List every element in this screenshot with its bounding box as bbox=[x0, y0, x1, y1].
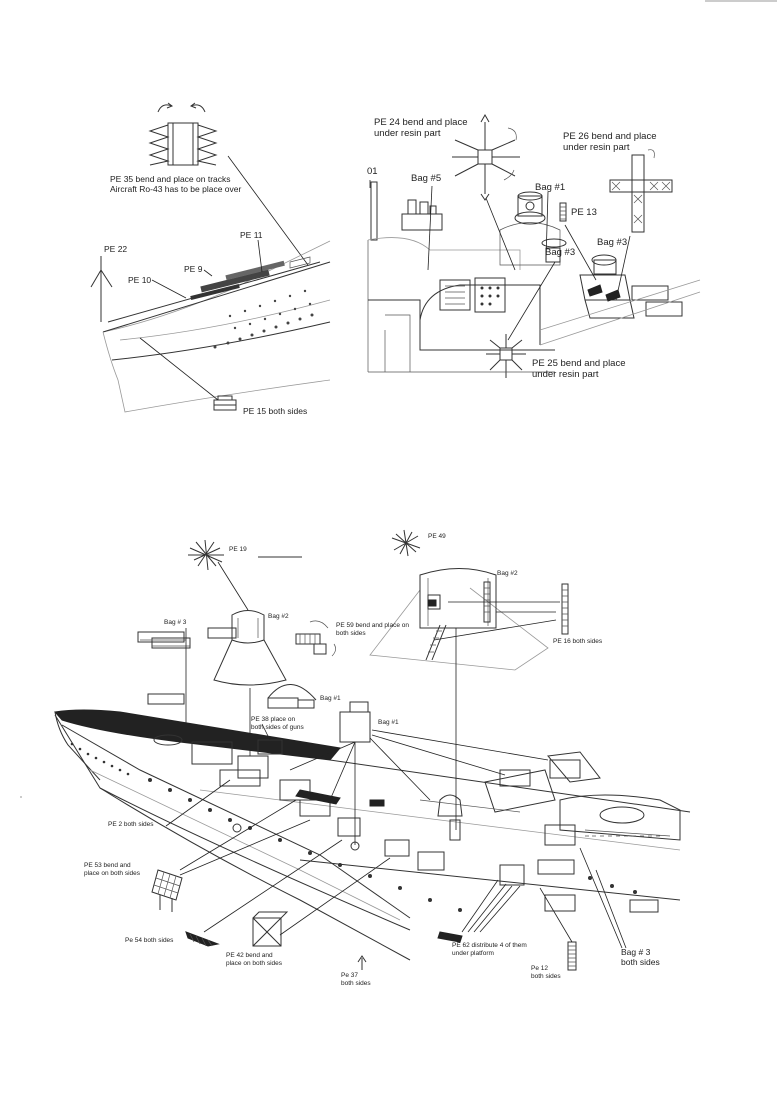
label-pe62-line2: under platform bbox=[452, 950, 494, 957]
diagram-c-ship bbox=[54, 529, 691, 971]
bag5-part bbox=[401, 199, 443, 231]
label-pe42-line2: place on both sides bbox=[226, 960, 283, 967]
label-pe12-line2: both sides bbox=[531, 973, 561, 980]
diagram-b-superstructure bbox=[367, 113, 701, 378]
pe22-part bbox=[90, 256, 113, 322]
pe35-part bbox=[148, 122, 218, 166]
bridge-part bbox=[369, 568, 549, 671]
pe26-part bbox=[609, 149, 673, 233]
label-pe10: PE 10 bbox=[128, 275, 152, 285]
label-pe26-line2: under resin part bbox=[563, 142, 630, 153]
label-pe59-line2: both sides bbox=[336, 630, 366, 637]
pe53-part bbox=[151, 869, 183, 912]
deck-parts bbox=[147, 684, 681, 913]
label-pe59-line1: PE 59 bend and place on bbox=[336, 622, 410, 629]
label-bag5: Bag #5 bbox=[411, 173, 442, 184]
label-bag2-bridge: Bag #2 bbox=[497, 570, 518, 577]
pe24-part bbox=[452, 113, 520, 201]
label-pe19: PE 19 bbox=[229, 546, 247, 553]
label-bag3-both-line2: both sides bbox=[621, 957, 660, 967]
pe15-part bbox=[213, 395, 237, 411]
bag1-light-part bbox=[514, 191, 546, 225]
label-pe9: PE 9 bbox=[184, 264, 203, 274]
pe19-part bbox=[188, 539, 302, 571]
label-pe35-line2: Aircraft Ro-43 has to be place over bbox=[110, 184, 242, 194]
label-bag3-platform: Bag # 3 bbox=[164, 619, 187, 626]
label-pe62-line1: PE 62 distribute 4 of them bbox=[452, 942, 527, 949]
label-pe49: PE 49 bbox=[428, 533, 446, 540]
pe54-part bbox=[185, 931, 220, 947]
label-pe38-line1: PE 38 place on bbox=[251, 716, 296, 723]
pe13-part bbox=[559, 202, 567, 222]
bag3-guns-part bbox=[541, 238, 683, 319]
label-pe15: PE 15 both sides bbox=[243, 406, 308, 416]
label-bag3a: Bag #3 bbox=[597, 237, 628, 248]
pe59-part bbox=[295, 620, 336, 657]
pe25-part bbox=[486, 334, 526, 378]
bag3-platform-part bbox=[137, 627, 237, 649]
label-pe37-line1: Pe 37 bbox=[341, 972, 358, 979]
pe12-part bbox=[567, 941, 577, 971]
label-pe54: Pe 54 both sides bbox=[125, 937, 174, 944]
label-pe22: PE 22 bbox=[104, 244, 128, 254]
pe49-part bbox=[391, 529, 421, 557]
pe16-part bbox=[561, 583, 569, 635]
label-bag1-turret: Bag #1 bbox=[378, 719, 399, 726]
label-bag2-funnel: Bag #2 bbox=[268, 613, 289, 620]
label-bag1-gun: Bag #1 bbox=[320, 695, 341, 702]
label-pe53-line1: PE 53 bend and bbox=[84, 862, 131, 869]
label-pe12-line1: Pe 12 bbox=[531, 965, 548, 972]
label-01: 01 bbox=[367, 166, 378, 177]
label-pe13: PE 13 bbox=[571, 207, 597, 218]
label-pe42-line1: PE 42 bend and bbox=[226, 952, 273, 959]
label-pe25-line2: under resin part bbox=[532, 369, 599, 380]
label-pe25-line1: PE 25 bend and place bbox=[532, 358, 626, 369]
label-pe26-line1: PE 26 bend and place bbox=[563, 131, 657, 142]
label-pe38-line2: both sides of guns bbox=[251, 724, 304, 731]
label-pe16: PE 16 both sides bbox=[553, 638, 603, 645]
diagram-a-bow bbox=[90, 102, 331, 413]
pe42-part bbox=[252, 911, 289, 947]
label-bag3-both-line1: Bag # 3 bbox=[621, 947, 651, 957]
label-pe11: PE 11 bbox=[240, 230, 263, 240]
funnel-part bbox=[213, 610, 287, 686]
label-pe35-line1: PE 35 bend and place on tracks bbox=[110, 174, 231, 184]
label-pe24-line1: PE 24 bend and place bbox=[374, 117, 468, 128]
label-pe2: PE 2 both sides bbox=[108, 821, 154, 828]
label-pe53-line2: place on both sides bbox=[84, 870, 141, 877]
label-pe24-line2: under resin part bbox=[374, 128, 441, 139]
label-bag3b: Bag #3 bbox=[545, 247, 576, 258]
label-pe37-line2: both sides bbox=[341, 980, 371, 987]
label-bag1: Bag #1 bbox=[535, 182, 566, 193]
